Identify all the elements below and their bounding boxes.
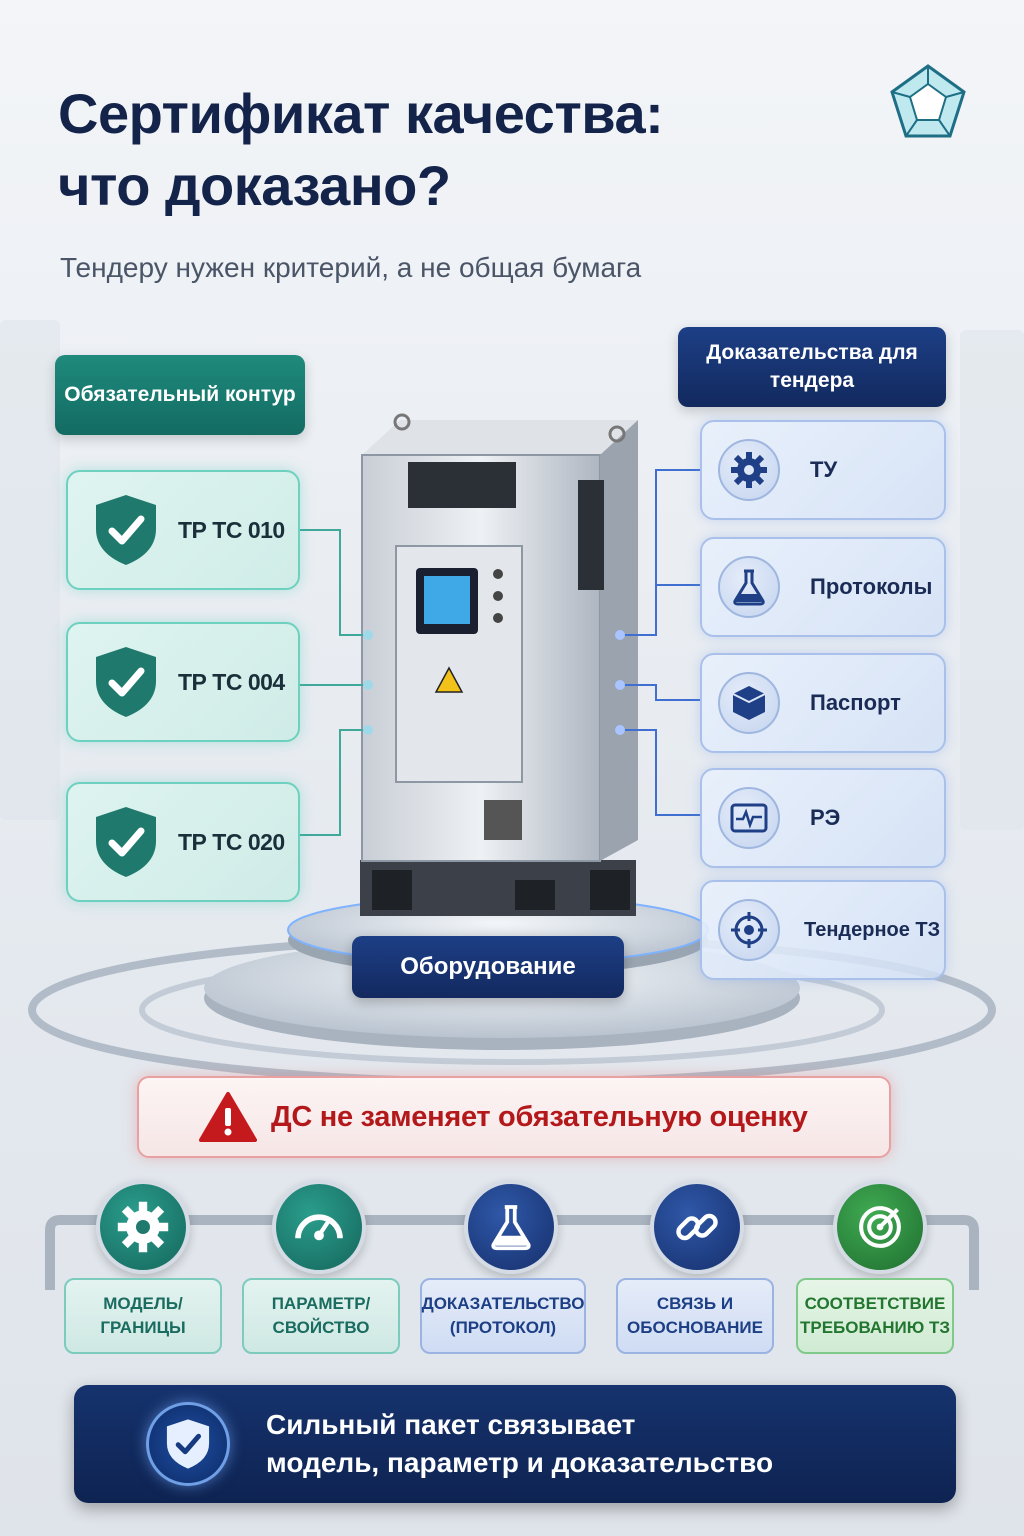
cert-label: ТР ТС 004 bbox=[178, 668, 285, 695]
step-model-label: Модель/ границы bbox=[64, 1278, 222, 1354]
step-link-label: Связь и обоснование bbox=[616, 1278, 774, 1354]
mandatory-contour-heading: Обязательный контур bbox=[55, 355, 305, 435]
cert-label: ТР ТС 020 bbox=[178, 828, 285, 855]
flask-icon bbox=[733, 569, 765, 606]
evidence-label: Паспорт bbox=[810, 690, 901, 715]
cert-card-tr-ts-004[interactable]: ТР ТС 004 bbox=[66, 622, 300, 742]
step-target-icon-circle bbox=[833, 1180, 927, 1274]
cert-card-tr-ts-020[interactable]: ТР ТС 020 bbox=[66, 782, 300, 902]
warning-text: ДС не заменяет обязательную оценку bbox=[271, 1100, 808, 1133]
background-shelf bbox=[0, 320, 60, 820]
background-shelf bbox=[960, 330, 1024, 830]
evidence-card-tender-tz[interactable]: Тендерное ТЗ bbox=[700, 880, 946, 980]
flask-icon bbox=[491, 1205, 531, 1251]
cert-label: ТР ТС 010 bbox=[178, 516, 285, 543]
cert-card-tr-ts-010[interactable]: ТР ТС 010 bbox=[66, 470, 300, 590]
footer-text: Сильный пакет связывает модель, параметр… bbox=[266, 1409, 774, 1478]
step-model-icon-circle bbox=[96, 1180, 190, 1274]
evidence-card-protocols[interactable]: Протоколы bbox=[700, 537, 946, 637]
warning-triangle-icon bbox=[199, 1092, 257, 1142]
gear-icon bbox=[117, 1201, 169, 1253]
footer-icon-circle bbox=[146, 1402, 230, 1486]
cube-icon bbox=[732, 686, 766, 720]
page-title: Сертификат качества: что доказано? bbox=[58, 82, 664, 217]
summary-footer: Сильный пакет связывает модель, параметр… bbox=[74, 1385, 956, 1503]
gauge-icon bbox=[295, 1214, 343, 1241]
evidence-card-tu[interactable]: ТУ bbox=[700, 420, 946, 520]
tender-evidence-heading: Доказательства для тендера bbox=[678, 327, 946, 407]
shield-check-icon bbox=[96, 647, 156, 717]
evidence-card-re[interactable]: РЭ bbox=[700, 768, 946, 868]
evidence-label: Протоколы bbox=[810, 574, 933, 599]
evidence-label: РЭ bbox=[810, 805, 841, 830]
gear-icon bbox=[731, 452, 767, 488]
evidence-card-passport[interactable]: Паспорт bbox=[700, 653, 946, 753]
evidence-label: ТУ bbox=[810, 457, 838, 482]
target-icon bbox=[731, 912, 767, 948]
pulse-icon bbox=[730, 803, 768, 833]
step-evidence-label: Доказательство (протокол) bbox=[420, 1278, 586, 1354]
step-parameter-icon-circle bbox=[272, 1180, 366, 1274]
target-icon bbox=[859, 1206, 901, 1248]
step-link-icon-circle bbox=[650, 1180, 744, 1274]
step-target-label: Соответствие требованию ТЗ bbox=[796, 1278, 954, 1354]
warning-banner: ДС не заменяет обязательную оценку bbox=[137, 1076, 891, 1158]
step-evidence-icon-circle bbox=[464, 1180, 558, 1274]
equipment-label: Оборудование bbox=[352, 936, 624, 998]
shield-check-icon bbox=[166, 1419, 210, 1469]
evidence-label: Тендерное ТЗ bbox=[804, 918, 941, 941]
shield-check-icon bbox=[96, 495, 156, 565]
page-subtitle: Тендеру нужен критерий, а не общая бумаг… bbox=[60, 252, 642, 283]
link-icon bbox=[676, 1213, 718, 1241]
electrical-cabinet-icon bbox=[360, 413, 638, 916]
pentagon-logo-icon bbox=[890, 64, 966, 138]
shield-check-icon bbox=[96, 807, 156, 877]
step-parameter-label: Параметр/ свойство bbox=[242, 1278, 400, 1354]
